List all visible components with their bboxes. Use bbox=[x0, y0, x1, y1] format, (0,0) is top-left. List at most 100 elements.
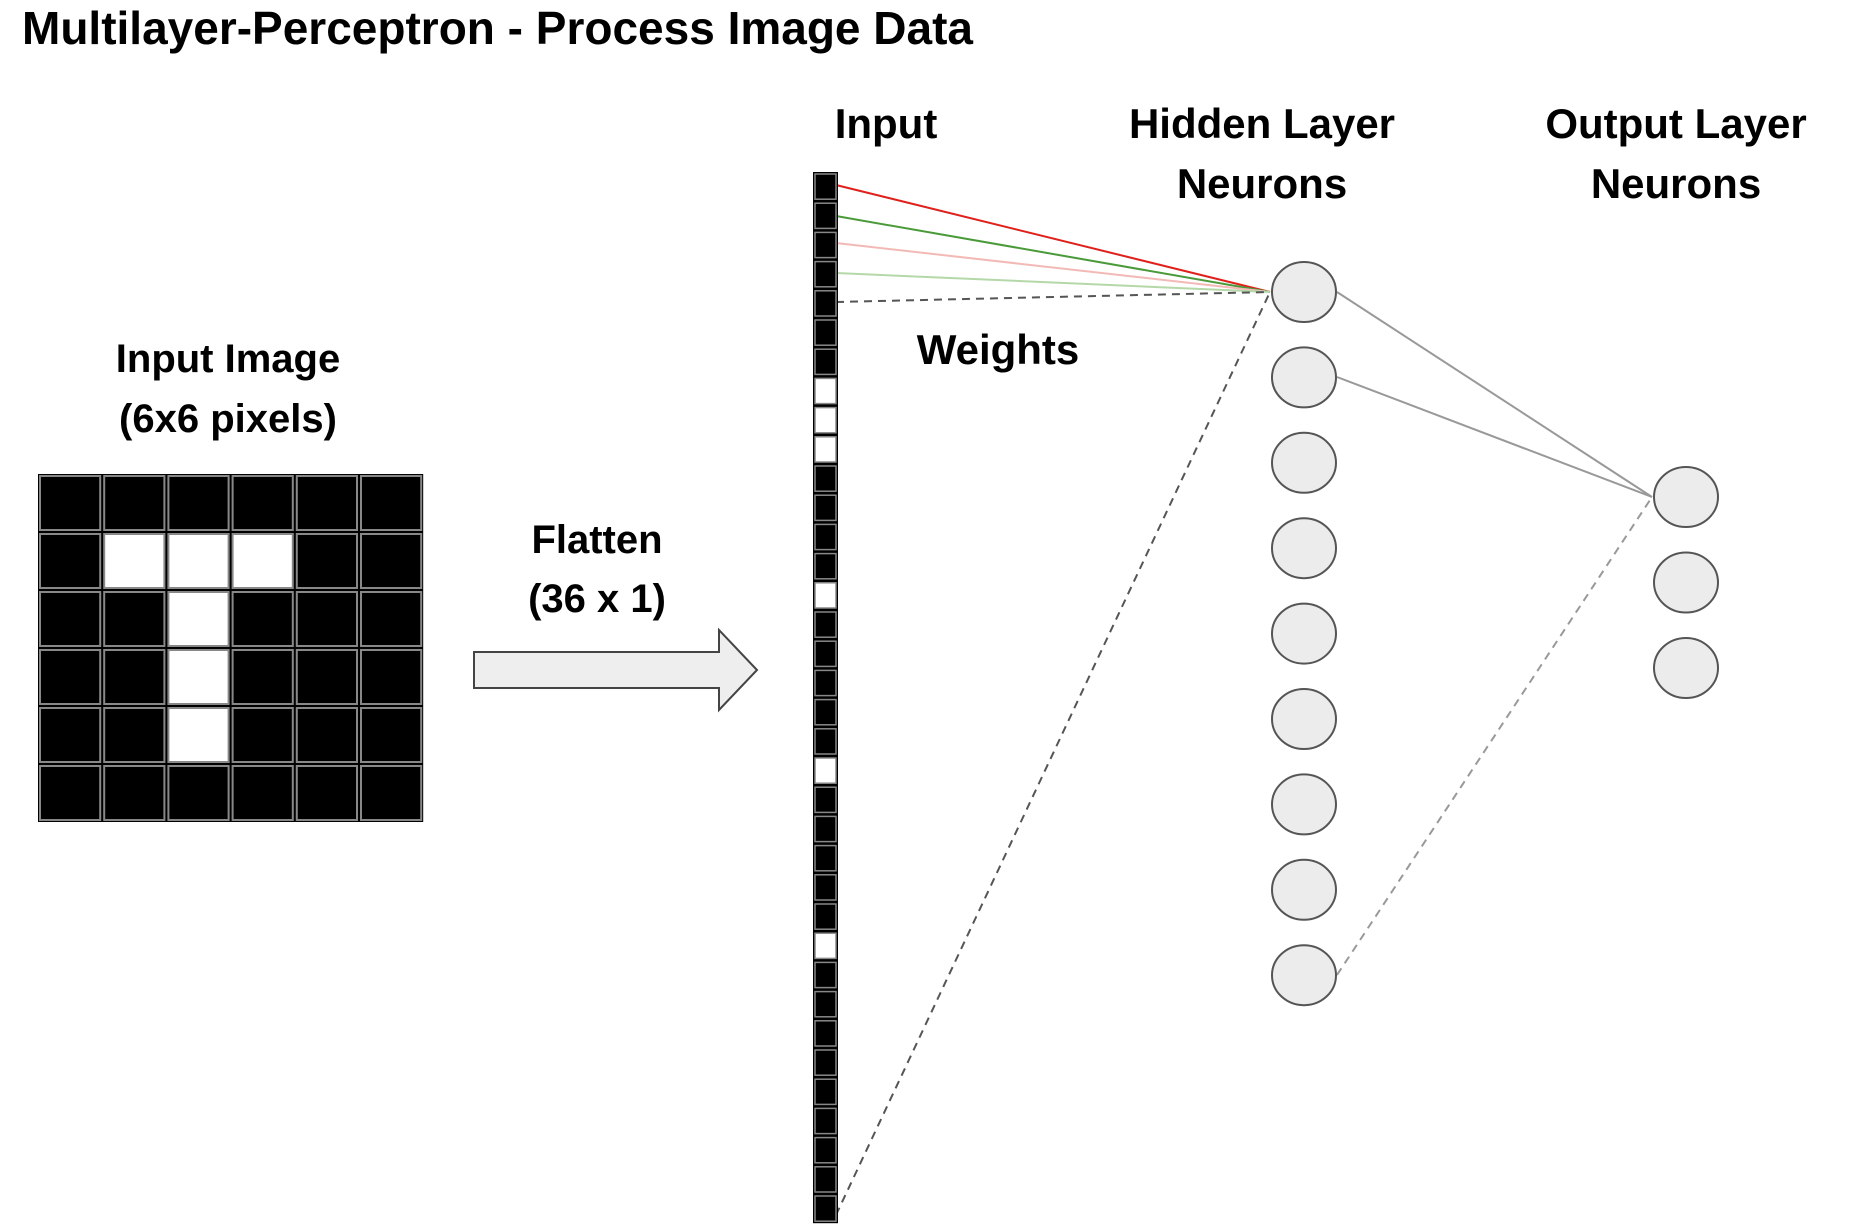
input-cell bbox=[814, 436, 837, 463]
hidden-layer-neurons bbox=[1271, 261, 1337, 1007]
image-pixel bbox=[295, 765, 358, 821]
weight-connections bbox=[835, 184, 1653, 1216]
hidden-neuron bbox=[1271, 773, 1337, 836]
image-pixel bbox=[167, 591, 230, 647]
image-pixel bbox=[167, 475, 230, 531]
image-pixel bbox=[295, 649, 358, 705]
weight-line-light-green bbox=[835, 272, 1271, 293]
input-cell bbox=[814, 494, 837, 522]
input-image-size-label: (6x6 pixels) bbox=[119, 397, 337, 441]
input-cell bbox=[814, 844, 837, 872]
input-cell bbox=[814, 640, 837, 668]
input-cell bbox=[814, 348, 837, 376]
image-pixel bbox=[103, 533, 166, 589]
input-cell bbox=[814, 786, 837, 814]
hidden-neuron bbox=[1271, 602, 1337, 665]
hidden-neuron bbox=[1271, 688, 1337, 750]
input-cell bbox=[814, 290, 837, 317]
input-cell bbox=[814, 1078, 837, 1106]
input-cell bbox=[814, 202, 837, 230]
flatten-label: Flatten bbox=[531, 518, 662, 562]
page-title: Multilayer-Perceptron - Process Image Da… bbox=[22, 2, 973, 54]
input-cell bbox=[814, 961, 837, 989]
image-pixel bbox=[39, 591, 102, 647]
image-pixel bbox=[295, 591, 358, 647]
input-cell bbox=[814, 406, 837, 434]
input-cell bbox=[814, 552, 837, 580]
input-layer-label: Input bbox=[835, 100, 938, 147]
hidden-neuron bbox=[1271, 944, 1337, 1007]
input-cell bbox=[814, 698, 837, 726]
input-cell bbox=[814, 465, 837, 492]
hidden-neuron bbox=[1271, 431, 1337, 494]
image-pixel bbox=[231, 591, 294, 647]
input-cell bbox=[814, 1107, 837, 1135]
hidden-output-line-dashed bbox=[1336, 496, 1653, 976]
input-cell bbox=[814, 523, 837, 551]
input-cell bbox=[814, 757, 837, 784]
input-cell bbox=[814, 669, 837, 697]
hidden-neuron bbox=[1271, 261, 1337, 323]
image-pixel bbox=[103, 649, 166, 705]
input-cell bbox=[814, 815, 837, 843]
weight-line-dashed-top bbox=[835, 291, 1271, 303]
image-pixel bbox=[167, 765, 230, 821]
image-pixel bbox=[231, 765, 294, 821]
image-pixel bbox=[167, 707, 230, 763]
image-pixel bbox=[39, 533, 102, 589]
weight-line-light-red bbox=[835, 242, 1271, 293]
output-layer-neurons bbox=[1653, 466, 1719, 699]
image-pixel bbox=[39, 765, 102, 821]
input-cell bbox=[814, 611, 837, 638]
image-pixel bbox=[167, 649, 230, 705]
input-image-label: Input Image bbox=[116, 337, 340, 381]
image-pixel bbox=[39, 707, 102, 763]
weight-line-red bbox=[835, 184, 1271, 293]
image-pixel bbox=[39, 649, 102, 705]
weight-line-green bbox=[835, 215, 1271, 293]
image-pixel bbox=[295, 707, 358, 763]
hidden-neuron bbox=[1271, 858, 1337, 921]
image-pixel bbox=[295, 533, 358, 589]
input-cell bbox=[814, 1166, 837, 1193]
image-pixel bbox=[167, 533, 230, 589]
hidden-output-line-2 bbox=[1336, 376, 1653, 498]
output-layer-label: Output Layer bbox=[1545, 100, 1806, 147]
image-pixel bbox=[360, 649, 423, 705]
input-cell bbox=[814, 903, 837, 930]
image-pixel bbox=[39, 475, 102, 531]
weight-line-dashed-bottom bbox=[835, 291, 1271, 1216]
image-pixel bbox=[231, 707, 294, 763]
image-pixel bbox=[360, 475, 423, 531]
input-cell bbox=[814, 260, 837, 288]
input-cell bbox=[814, 1049, 837, 1076]
hidden-layer-sublabel: Neurons bbox=[1177, 160, 1347, 207]
hidden-output-line-1 bbox=[1336, 291, 1653, 498]
image-pixel bbox=[360, 533, 423, 589]
input-image-grid bbox=[38, 474, 424, 822]
output-neuron bbox=[1653, 637, 1719, 699]
input-cell bbox=[814, 1136, 837, 1164]
input-cell bbox=[814, 874, 837, 901]
input-cell bbox=[814, 582, 837, 609]
output-layer-sublabel: Neurons bbox=[1591, 160, 1761, 207]
hidden-layer-label: Hidden Layer bbox=[1129, 100, 1395, 147]
image-pixel bbox=[360, 707, 423, 763]
input-cell bbox=[814, 990, 837, 1018]
input-cell bbox=[814, 377, 837, 405]
input-cell bbox=[814, 1020, 837, 1047]
output-neuron bbox=[1653, 466, 1719, 528]
output-neuron bbox=[1653, 551, 1719, 614]
image-pixel bbox=[103, 591, 166, 647]
input-cell bbox=[814, 173, 837, 200]
input-cell bbox=[814, 932, 837, 960]
image-pixel bbox=[295, 475, 358, 531]
input-cell bbox=[814, 728, 837, 755]
image-pixel bbox=[103, 765, 166, 821]
image-pixel bbox=[360, 765, 423, 821]
image-pixel bbox=[231, 475, 294, 531]
image-pixel bbox=[231, 533, 294, 589]
hidden-neuron bbox=[1271, 517, 1337, 580]
flatten-size-label: (36 x 1) bbox=[528, 577, 666, 621]
